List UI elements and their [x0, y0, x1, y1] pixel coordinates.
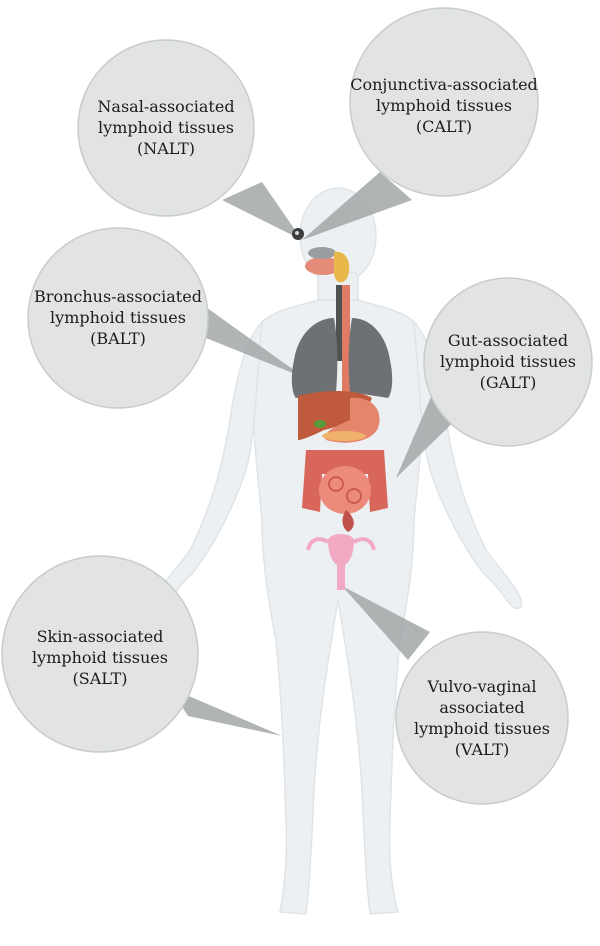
- salt-label-line3: (SALT): [72, 669, 128, 688]
- salt-pointer: [170, 688, 282, 736]
- balt-label-line1: Bronchus-associated: [34, 287, 202, 306]
- balt-label-line3: (BALT): [90, 329, 146, 348]
- calt-bubble: [349, 7, 539, 197]
- large-intestine: [302, 450, 388, 512]
- fallopian-tube-left: [306, 537, 330, 551]
- galt-label-line1: Gut-associated: [447, 331, 569, 350]
- calt-label-line2: lymphoid tissues: [376, 96, 512, 115]
- galt-label-line3: (GALT): [479, 373, 537, 392]
- valt-bubble: [395, 631, 569, 805]
- callout-pointers: [170, 172, 466, 736]
- esophagus: [342, 285, 350, 392]
- nalt-label-line3: (NALT): [136, 139, 196, 158]
- balt-pointer: [196, 300, 305, 378]
- balt-bubble: [27, 227, 209, 409]
- calt-label: Conjunctiva-associated lymphoid tissues …: [344, 74, 544, 137]
- left-lung: [291, 318, 338, 398]
- small-intestine: [319, 466, 371, 514]
- callout-bubbles: [1, 7, 593, 805]
- nalt-label: Nasal-associated lymphoid tissues (NALT): [86, 96, 246, 159]
- nasal-cavity: [305, 257, 341, 275]
- internal-organs: [291, 228, 393, 590]
- calt-label-line3: (CALT): [415, 117, 473, 136]
- valt-pointer: [342, 586, 430, 660]
- small-intestine-loop: [328, 476, 344, 492]
- eye-highlight: [295, 231, 299, 235]
- salt-label-line1: Skin-associated: [36, 627, 164, 646]
- right-lung: [348, 318, 393, 398]
- valt-label-line3: lymphoid tissues: [414, 719, 550, 738]
- salivary-gland: [334, 251, 350, 283]
- salt-bubble: [1, 555, 199, 753]
- rectum: [342, 510, 354, 532]
- nalt-bubble: [77, 39, 255, 217]
- valt-label-line4: (VALT): [454, 740, 510, 759]
- fallopian-tube-right: [352, 537, 376, 551]
- calt-pointer: [302, 172, 412, 240]
- salt-label: Skin-associated lymphoid tissues (SALT): [18, 626, 182, 689]
- pancreas: [322, 431, 366, 441]
- valt-label-line2: associated: [439, 698, 525, 717]
- galt-bubble: [423, 277, 593, 447]
- gallbladder: [314, 420, 326, 428]
- galt-label-line2: lymphoid tissues: [440, 352, 576, 371]
- nalt-label-line2: lymphoid tissues: [98, 118, 234, 137]
- trachea: [336, 285, 345, 361]
- valt-label-line1: Vulvo-vaginal: [427, 677, 537, 696]
- salt-label-line2: lymphoid tissues: [32, 648, 168, 667]
- sinus: [308, 247, 336, 259]
- nalt-label-line1: Nasal-associated: [97, 97, 235, 116]
- balt-label-line2: lymphoid tissues: [50, 308, 186, 327]
- calt-label-line1: Conjunctiva-associated: [350, 75, 538, 94]
- vagina: [337, 564, 345, 590]
- nalt-pointer: [222, 182, 302, 240]
- balt-label: Bronchus-associated lymphoid tissues (BA…: [28, 286, 208, 349]
- valt-label: Vulvo-vaginal associated lymphoid tissue…: [402, 676, 562, 760]
- uterus: [328, 534, 354, 566]
- small-intestine-loop: [346, 488, 362, 504]
- galt-label: Gut-associated lymphoid tissues (GALT): [426, 330, 590, 393]
